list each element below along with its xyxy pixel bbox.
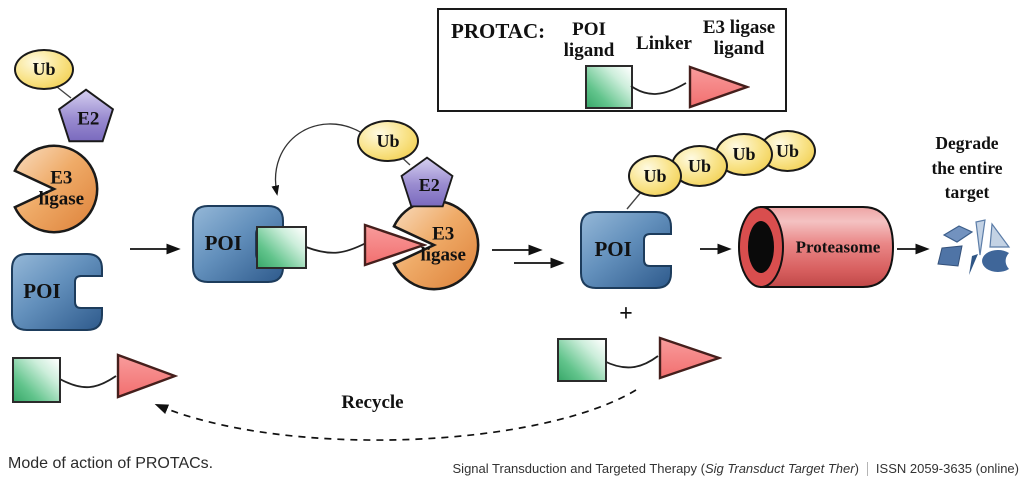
footer-divider — [866, 461, 868, 476]
protac-released-square — [557, 338, 607, 382]
legend-poi-ligand-label: POI ligand — [563, 19, 615, 62]
journal-title-close: ) — [854, 461, 859, 476]
poi-ligand-square-complex — [256, 226, 307, 269]
legend-title: PROTAC: — [451, 19, 546, 43]
ub-label: Ub — [32, 59, 56, 80]
legend-poi-ligand-square — [585, 65, 633, 109]
ub-label: Ub — [775, 140, 799, 161]
journal-title-text: Signal Transduction and Targeted Therapy… — [452, 461, 705, 476]
recycle-label: Recycle — [341, 392, 404, 413]
journal-issn: ISSN 2059-3635 (online) — [875, 461, 1019, 476]
poi-free: POI — [10, 253, 104, 331]
journal-footer: Signal Transduction and Targeted Therapy… — [453, 461, 1019, 476]
figure-caption: Mode of action of PROTACs. — [8, 455, 214, 472]
e2-in-complex: E2 — [399, 156, 455, 208]
e3-ligase-free: E3 ligase — [8, 144, 100, 234]
e3-pacman-shape — [13, 144, 99, 234]
plus-sign: + — [619, 301, 633, 327]
e3-label: E3 ligase — [420, 223, 466, 266]
protac-legend-box: PROTAC: POI ligand Linker E3 ligase liga… — [437, 8, 787, 112]
poi-label: POI — [23, 279, 61, 304]
e2-pentagon-shape — [57, 88, 115, 143]
protac-released-triangle — [658, 336, 722, 380]
ub-label: Ub — [376, 130, 400, 151]
proteasome: Proteasome — [737, 203, 897, 291]
e3-ligand-triangle-complex — [363, 223, 427, 267]
poi-ubiquitinated: POI — [580, 210, 672, 290]
ub-on-e2: Ub — [357, 120, 419, 162]
legend-e3-ligand-triangle — [688, 65, 750, 109]
ub-transfer-arrow — [271, 123, 363, 196]
degraded-fragments-icon — [937, 219, 1011, 275]
protac-recycled-triangle — [116, 353, 178, 399]
ub-chain-1: Ub — [628, 155, 682, 197]
ub-label: Ub — [687, 155, 711, 176]
e3-label: E3 ligase — [38, 167, 85, 210]
ub-label: Ub — [643, 165, 667, 186]
poi-label: POI — [594, 237, 632, 262]
poi-notched-shape — [11, 253, 103, 331]
e2-pentagon-shape — [400, 156, 454, 208]
poi-notched-shape — [580, 211, 672, 289]
ub-free: Ub — [14, 49, 74, 90]
e2-label: E2 — [418, 175, 440, 196]
journal-title: Signal Transduction and Targeted Therapy… — [453, 461, 859, 476]
journal-abbrev-italic: Sig Transduct Target Ther — [704, 461, 855, 476]
legend-linker-label: Linker — [636, 33, 692, 54]
protac-released-linker-line — [603, 355, 659, 369]
e2-free: E2 — [57, 88, 115, 143]
e3-ligase-in-complex: E3 ligase — [388, 199, 480, 291]
proteasome-cylinder-shape — [738, 206, 895, 288]
poi-label: POI — [204, 231, 242, 256]
proteasome-label: Proteasome — [795, 237, 881, 257]
ub-label: Ub — [732, 144, 756, 165]
complex-linker-line — [305, 242, 367, 254]
degrade-target-label: Degrade the entire target — [931, 133, 1003, 202]
protac-recycled-square — [12, 357, 61, 403]
protac-recycled-linker-line — [57, 375, 117, 389]
e2-label: E2 — [77, 108, 100, 130]
legend-e3-ligand-label: E3 ligase ligand — [702, 17, 776, 60]
